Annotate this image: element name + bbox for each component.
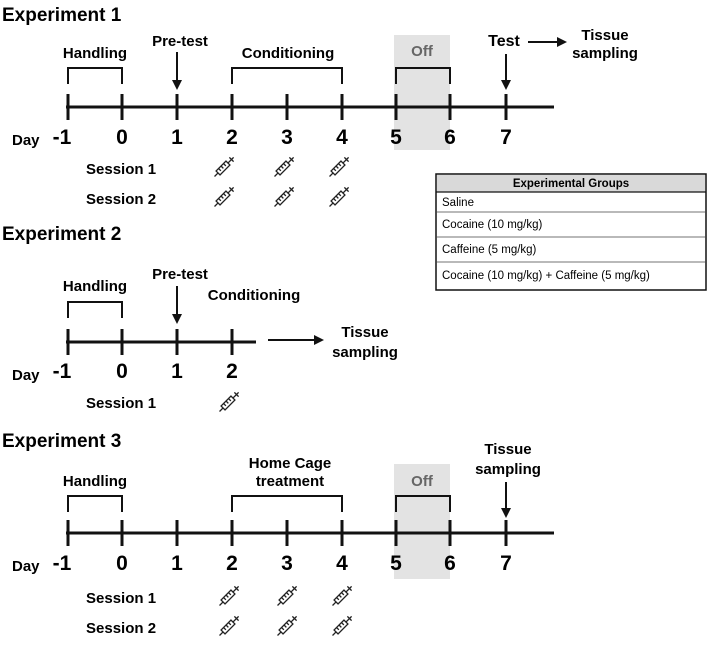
tissue-label-2: sampling xyxy=(332,344,398,361)
test-label: Test xyxy=(488,33,520,50)
day-number: 1 xyxy=(171,552,183,575)
tissue-label-2: sampling xyxy=(572,45,638,62)
syringe-icon xyxy=(326,184,352,210)
experimental-groups-table: Experimental Groups Saline Cocaine (10 m… xyxy=(435,173,707,291)
off-label: Off xyxy=(411,473,434,490)
table-header-bg xyxy=(437,175,705,192)
table-row: Cocaine (10 mg/kg) xyxy=(442,219,543,231)
day-number: 2 xyxy=(226,126,238,149)
timeline-ticks xyxy=(66,520,508,546)
day-number: -1 xyxy=(53,360,72,383)
timeline-ticks xyxy=(66,329,234,355)
handling-label: Handling xyxy=(63,45,127,62)
day-number: 0 xyxy=(116,552,128,575)
home-cage-label: Home Cage xyxy=(249,455,332,472)
off-bracket xyxy=(395,495,451,512)
off-bracket xyxy=(395,67,451,84)
tissue-label-1: Tissue xyxy=(581,27,628,44)
day-numbers: -1 0 1 2 3 4 5 6 7 xyxy=(53,126,512,149)
day-numbers: -1 0 1 2 3 4 5 6 7 xyxy=(53,552,512,575)
syringe-icon xyxy=(274,613,300,639)
syringe-icon xyxy=(326,154,352,180)
experiment-2-title: Experiment 2 xyxy=(2,224,121,245)
tissue-label-2: sampling xyxy=(475,461,541,478)
day-number: 1 xyxy=(171,360,183,383)
session-1-label: Session 1 xyxy=(86,395,156,412)
day-number: 0 xyxy=(116,126,128,149)
syringe-icon xyxy=(271,154,297,180)
tissue-label-1: Tissue xyxy=(484,441,531,458)
session-1-label: Session 1 xyxy=(86,161,156,178)
handling-label: Handling xyxy=(63,278,127,295)
treatment-bracket xyxy=(231,495,343,512)
day-number: 4 xyxy=(336,552,348,575)
day-numbers: -1 0 1 2 xyxy=(53,360,238,383)
handling-label: Handling xyxy=(63,473,127,490)
session-2-label: Session 2 xyxy=(86,620,156,637)
table-frame xyxy=(435,173,707,291)
syringe-icon xyxy=(216,389,242,415)
experiment-2: Experiment 2 Handling Pre-test Condition… xyxy=(2,224,398,415)
pretest-label: Pre-test xyxy=(152,266,208,283)
day-number: 7 xyxy=(500,552,512,575)
day-number: 6 xyxy=(444,126,456,149)
day-number: 7 xyxy=(500,126,512,149)
conditioning-label: Conditioning xyxy=(208,287,300,304)
syringe-icon xyxy=(329,583,355,609)
handling-bracket xyxy=(67,495,123,512)
session-1-label: Session 1 xyxy=(86,590,156,607)
off-label: Off xyxy=(411,43,434,60)
off-shade xyxy=(394,35,450,150)
day-number: 4 xyxy=(336,126,348,149)
experiment-1: Experiment 1 Off Handling Pre-test Condi… xyxy=(2,5,638,210)
handling-bracket xyxy=(67,301,123,318)
day-number: 3 xyxy=(281,126,293,149)
syringe-icon xyxy=(211,184,237,210)
day-number: 6 xyxy=(444,552,456,575)
treatment-label: treatment xyxy=(256,473,324,490)
session-2-label: Session 2 xyxy=(86,191,156,208)
day-number: 0 xyxy=(116,360,128,383)
experiment-3-title: Experiment 3 xyxy=(2,431,121,452)
table-header: Experimental Groups xyxy=(513,178,629,190)
day-label: Day xyxy=(12,558,40,575)
syringe-icon xyxy=(271,184,297,210)
day-label: Day xyxy=(12,367,40,384)
pretest-label: Pre-test xyxy=(152,33,208,50)
conditioning-label: Conditioning xyxy=(242,45,334,62)
day-number: 2 xyxy=(226,552,238,575)
experiment-3: Experiment 3 Off Handling Home Cage trea… xyxy=(2,431,554,639)
syringe-icon xyxy=(216,613,242,639)
syringe-icon xyxy=(211,154,237,180)
conditioning-bracket xyxy=(231,67,343,84)
day-number: 3 xyxy=(281,552,293,575)
day-number: -1 xyxy=(53,552,72,575)
tissue-label-1: Tissue xyxy=(341,324,388,341)
table-row: Cocaine (10 mg/kg) + Caffeine (5 mg/kg) xyxy=(442,270,650,282)
day-number: -1 xyxy=(53,126,72,149)
day-number: 5 xyxy=(390,126,402,149)
syringe-icon xyxy=(216,583,242,609)
syringe-icon xyxy=(274,583,300,609)
table-row: Caffeine (5 mg/kg) xyxy=(442,244,537,256)
experiment-1-title: Experiment 1 xyxy=(2,5,122,26)
off-shade xyxy=(394,464,450,579)
day-number: 5 xyxy=(390,552,402,575)
day-number: 2 xyxy=(226,360,238,383)
day-label: Day xyxy=(12,132,40,149)
table-row: Saline xyxy=(442,197,474,209)
handling-bracket xyxy=(67,67,123,84)
timeline-ticks xyxy=(66,94,508,120)
syringe-icon xyxy=(329,613,355,639)
day-number: 1 xyxy=(171,126,183,149)
